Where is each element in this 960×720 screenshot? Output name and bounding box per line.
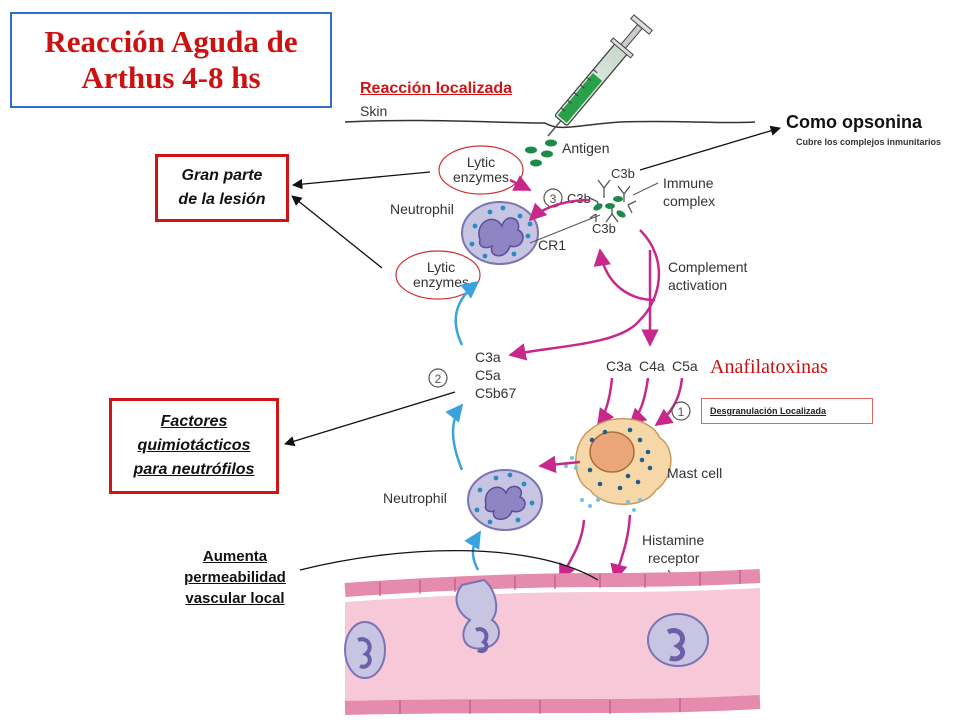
- title-box: Reacción Aguda de Arthus 4-8 hs: [10, 12, 332, 108]
- c3b-label-bottom: C3b: [592, 221, 616, 236]
- title-line-1: Reacción Aguda de: [44, 24, 298, 59]
- neutrophil-top-icon: [461, 201, 539, 265]
- neutrophil-bottom-icon: [467, 469, 543, 531]
- anaphylatoxins-label: Anafilatoxinas: [710, 356, 828, 378]
- chemotactic-line-1: Factores: [160, 413, 228, 430]
- c5b67-label: C5b67: [475, 385, 516, 401]
- localized-reaction-label: Reacción localizada: [360, 80, 513, 97]
- c3a-label-left: C3a: [475, 349, 501, 365]
- antigen-dots: [525, 139, 557, 167]
- skin-line: [344, 119, 756, 129]
- title-line-2: Arthus 4-8 hs: [81, 60, 261, 95]
- opsonin-subtitle: Cubre los complejos inmunitarios: [796, 137, 942, 147]
- c5a-label-left: C5a: [475, 367, 501, 383]
- mast-cell-label: Mast cell: [667, 465, 722, 481]
- permeability-line-3: vascular local: [185, 590, 285, 607]
- step-2: 2: [435, 372, 442, 386]
- cr1-label: CR1: [538, 237, 566, 253]
- antigen-label: Antigen: [562, 140, 609, 156]
- chemotactic-box: Factores quimiotácticos para neutrófilos: [109, 398, 279, 494]
- lytic-enzymes-circle-1: [438, 145, 524, 195]
- blood-vessel: [344, 569, 761, 715]
- immune-complex-icon: [589, 179, 637, 223]
- lesion-line-2: de la lesión: [178, 191, 266, 208]
- degranulation-box: Desgranulación Localizada: [701, 398, 873, 424]
- neutrophil-label-bottom: Neutrophil: [383, 490, 447, 506]
- complement-to-c3a-arrow: [508, 229, 661, 361]
- lesion-box: Gran parte de la lesión: [155, 154, 289, 222]
- lesion-line-1: Gran parte: [181, 167, 263, 184]
- syringe-icon: [547, 14, 654, 137]
- c4a-label: C4a: [639, 358, 665, 374]
- permeability-line-2: permeabilidad: [184, 569, 286, 586]
- skin-label: Skin: [360, 103, 387, 119]
- opsonin-title: Como opsonina: [786, 112, 922, 132]
- c3b-label-left: C3b: [567, 191, 591, 206]
- chemotactic-line-2: quimiotácticos: [137, 437, 251, 454]
- neutrophil-label-top: Neutrophil: [390, 201, 454, 217]
- chemotactic-line-3: para neutrófilos: [133, 461, 255, 478]
- c3b-label-top: C3b: [611, 166, 635, 181]
- lytic-enzymes-circle-2: [395, 250, 481, 300]
- mast-cell-icon: [564, 417, 672, 512]
- c3a-label-right: C3a: [606, 358, 632, 374]
- c5a-label-right: C5a: [672, 358, 698, 374]
- step-1: 1: [678, 405, 685, 419]
- permeability-note: Aumenta permeabilidad vascular local: [160, 546, 310, 609]
- degranulation-label: Desgranulación Localizada: [710, 406, 827, 416]
- step-3: 3: [550, 192, 557, 206]
- permeability-line-1: Aumenta: [202, 548, 268, 565]
